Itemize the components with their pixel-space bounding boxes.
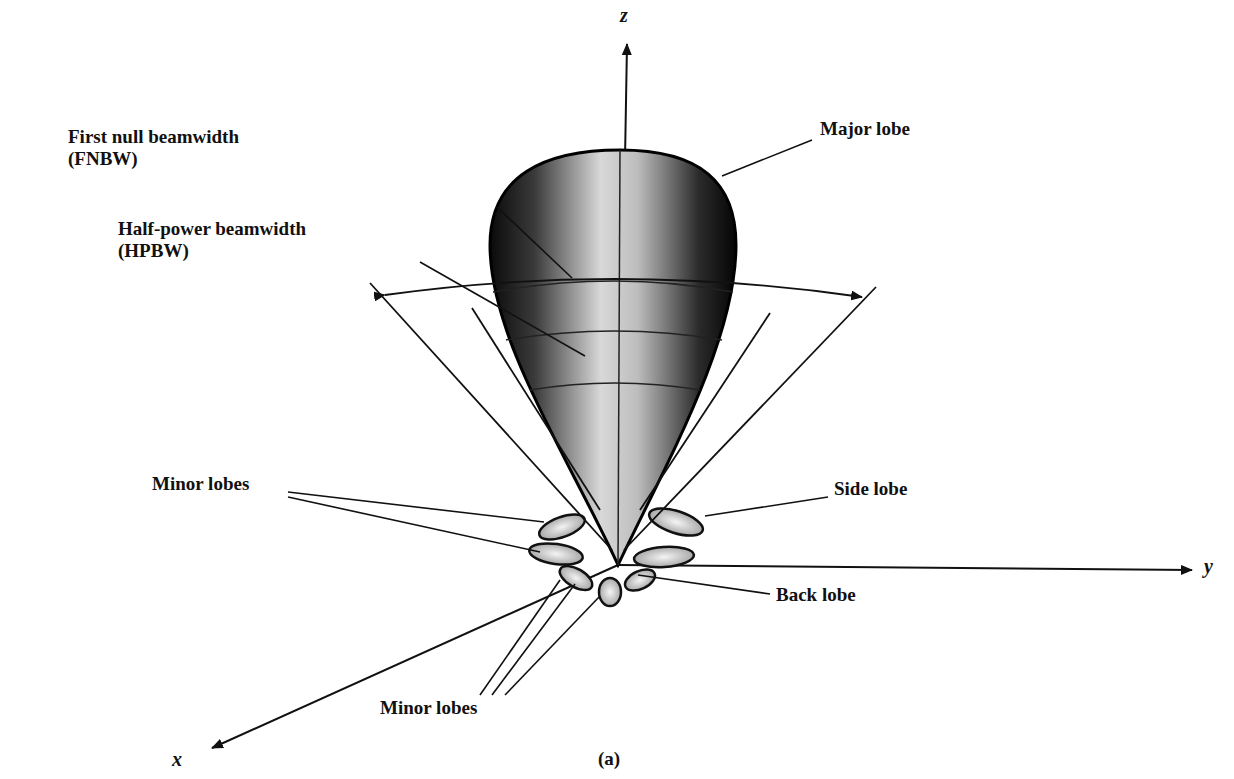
- axis-label: x: [170, 748, 184, 771]
- axis-label: y: [1202, 555, 1215, 578]
- callout-label: Half-power beamwidth (HPBW): [116, 218, 350, 262]
- callout-label: Side lobe: [832, 478, 909, 500]
- axis-label: z: [618, 4, 630, 27]
- callout-label: Minor lobes: [150, 473, 251, 495]
- callout-label: Major lobe: [818, 118, 912, 140]
- callout-label: Minor lobes: [378, 697, 479, 719]
- callout-label: Back lobe: [774, 584, 858, 606]
- callout-label: First null beamwidth (FNBW): [66, 126, 285, 170]
- figure-caption: (a): [596, 748, 622, 770]
